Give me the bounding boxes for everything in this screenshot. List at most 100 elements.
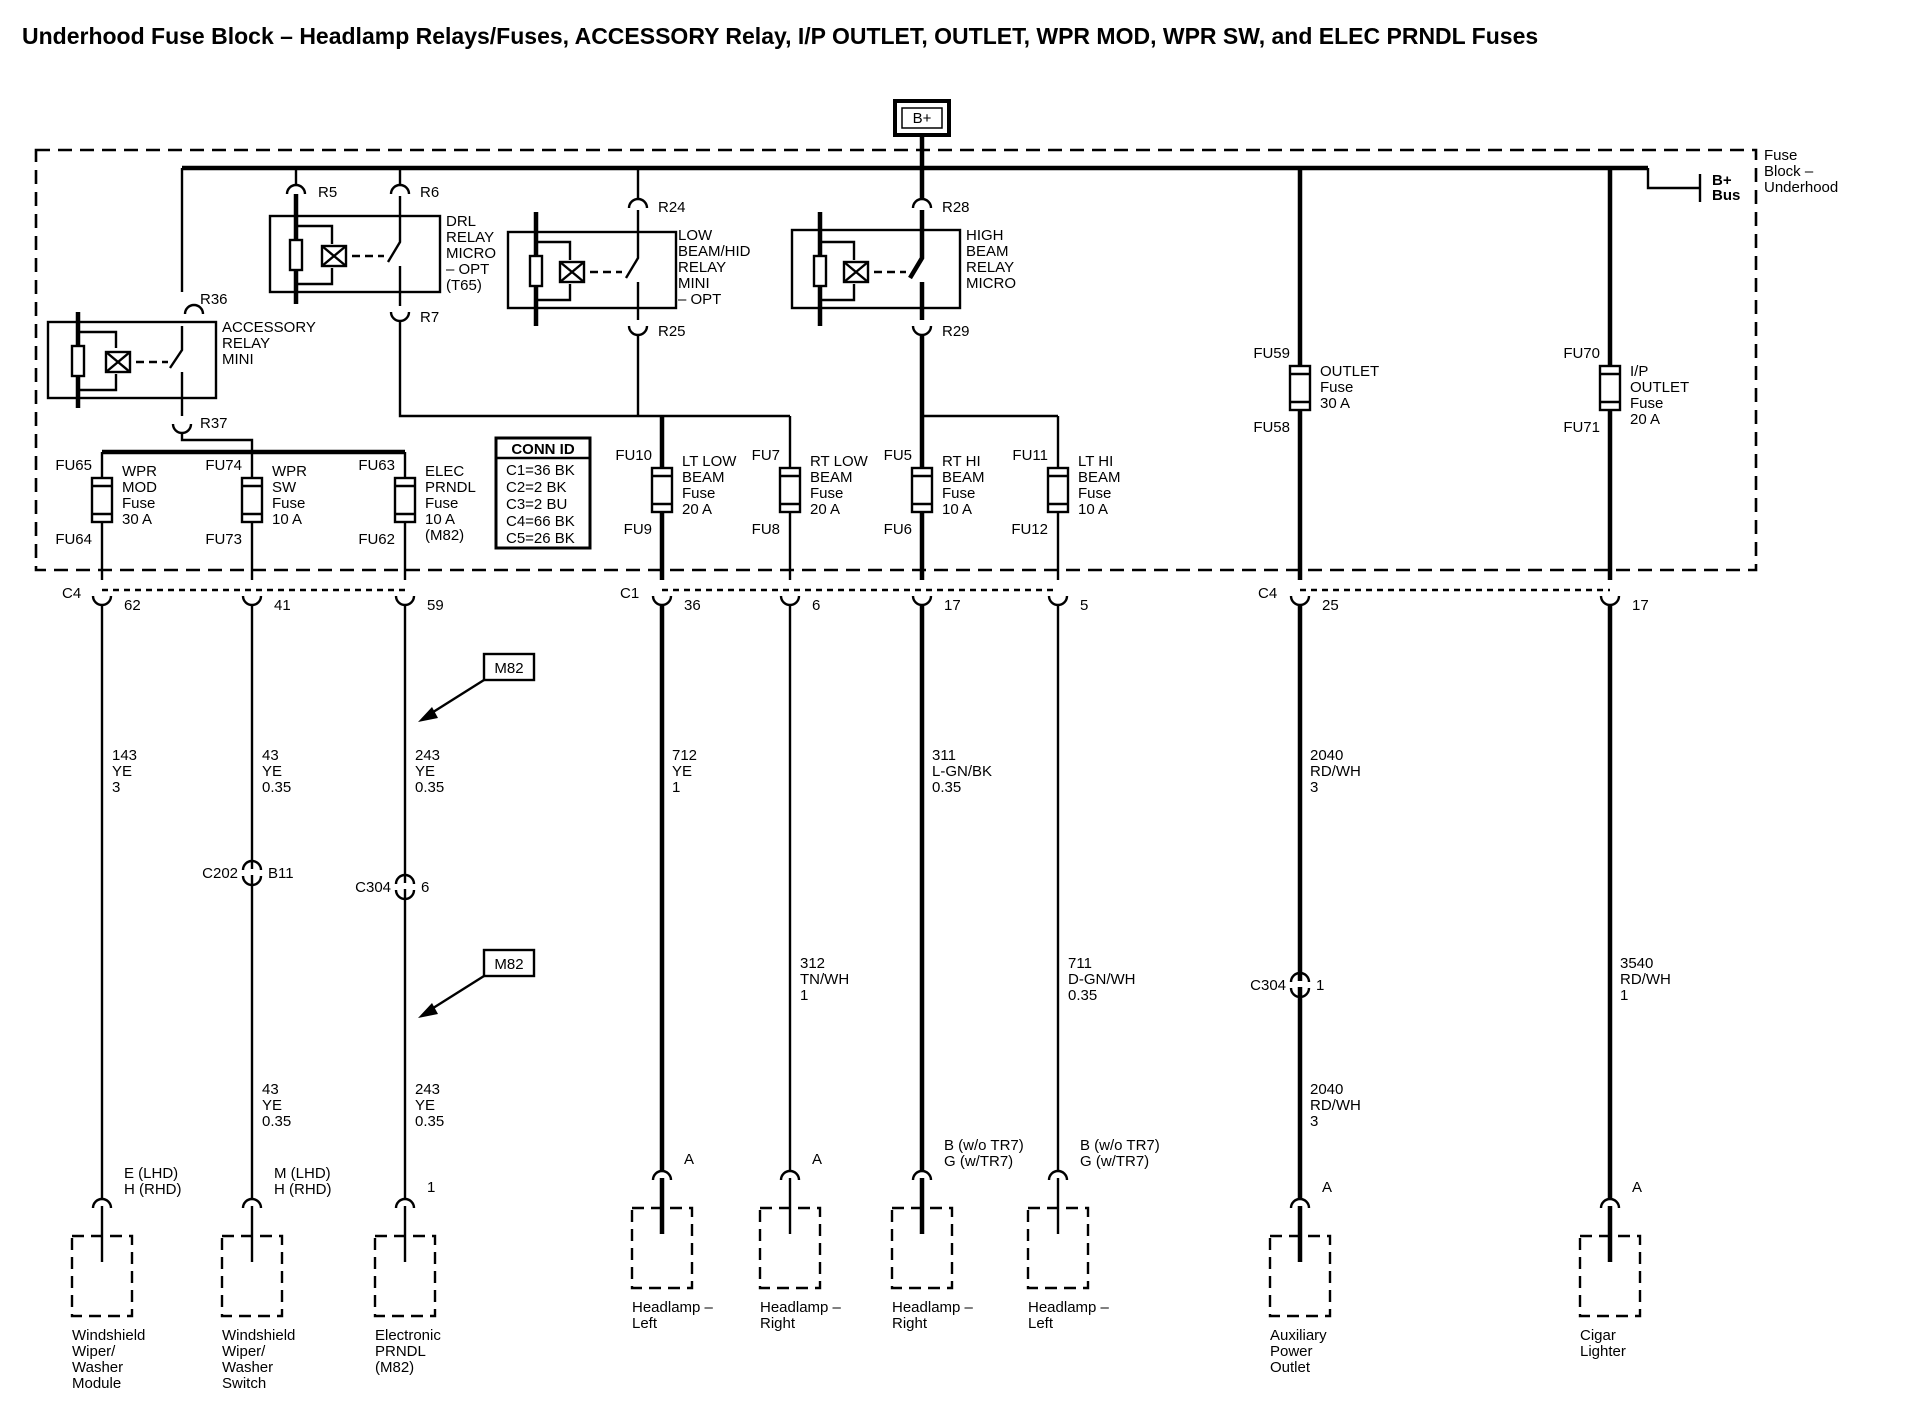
high-beam-relay: R28 R29 HIGH BEAM RELAY MICRO	[790, 168, 1058, 418]
wire-label: 712	[672, 747, 697, 764]
wire-label-lower-2: YE	[415, 1097, 435, 1114]
load-pin-label: A	[1322, 1179, 1332, 1196]
pin-r7: R7	[420, 309, 439, 326]
pin-r28: R28	[942, 199, 970, 216]
fuse-id-top: FU59	[1253, 345, 1290, 362]
fuse-id-bottom: FU58	[1253, 419, 1290, 436]
fuse-label: LT HI	[1078, 453, 1113, 470]
load-name: Headlamp –	[760, 1299, 842, 1316]
fuse-label: Fuse	[122, 495, 155, 512]
fuse-label: RT LOW	[810, 453, 869, 470]
load-pin-label: A	[684, 1151, 694, 1168]
fuse-block-label: Fuse Block – Underhood	[1764, 147, 1838, 196]
load-pin-label: A	[1632, 1179, 1642, 1196]
fuse-id-bottom: FU6	[884, 521, 912, 538]
load-name: Left	[1028, 1315, 1054, 1332]
load-name: Lighter	[1580, 1343, 1626, 1360]
load-name: Wiper/	[72, 1343, 116, 1360]
wire-label: 43	[262, 747, 279, 764]
terminal-cup	[241, 595, 263, 607]
load-name: Windshield	[222, 1327, 295, 1344]
svg-text:M82: M82	[494, 660, 523, 677]
load-terminal	[911, 1169, 933, 1181]
svg-text:CONN ID: CONN ID	[511, 441, 575, 458]
fuse-id-bottom: FU8	[752, 521, 780, 538]
fuse-id-top: FU65	[55, 457, 92, 474]
wire-label-lower-3: 2040	[1310, 1081, 1343, 1098]
fuse-element	[393, 476, 417, 524]
fuse-id-bottom: FU71	[1563, 419, 1600, 436]
wire-label: 312	[800, 955, 825, 972]
fuse-label: 20 A	[1630, 411, 1660, 428]
wire-label: 3	[112, 779, 120, 796]
svg-text:BEAM: BEAM	[966, 243, 1009, 260]
load-terminal	[91, 1197, 113, 1209]
fuse-element	[240, 476, 264, 524]
option-callout-1: M82	[418, 652, 536, 722]
pin-r6: R6	[420, 184, 439, 201]
load-pin-label: M (LHD)	[274, 1165, 331, 1182]
load-terminal	[651, 1169, 673, 1181]
fuse-caps	[780, 474, 800, 506]
fuse-label: I/P	[1630, 363, 1648, 380]
load-name: Cigar	[1580, 1327, 1616, 1344]
fuse-label: WPR	[272, 463, 307, 480]
fuse-label: OUTLET	[1630, 379, 1689, 396]
svg-text:LOW: LOW	[678, 227, 713, 244]
load-component-box	[373, 1234, 437, 1318]
terminal-cup	[91, 595, 113, 607]
load-pin-label: H (RHD)	[124, 1181, 182, 1198]
svg-text:Block –: Block –	[1764, 163, 1814, 180]
inline-connector-name: C202	[202, 865, 238, 882]
wire-label: 3	[1310, 779, 1318, 796]
terminal-cup	[651, 595, 673, 607]
fuse-label: WPR	[122, 463, 157, 480]
load-pin-label: B (w/o TR7)	[1080, 1137, 1160, 1154]
load-name: Washer	[72, 1359, 123, 1376]
wire-label: 0.35	[262, 779, 291, 796]
inline-gap	[1297, 981, 1303, 987]
load-terminal	[1047, 1169, 1069, 1181]
svg-text:B+: B+	[1712, 172, 1732, 189]
fuse-element	[1598, 364, 1622, 412]
wire-label: 243	[415, 747, 440, 764]
fuse-label: Fuse	[1630, 395, 1663, 412]
fuse-label: 10 A	[942, 501, 972, 518]
load-name: PRNDL	[375, 1343, 426, 1360]
load-component-box	[220, 1234, 284, 1318]
load-name: Right	[760, 1315, 796, 1332]
fuse-label: Fuse	[942, 485, 975, 502]
inline-cup-top	[394, 873, 416, 885]
svg-text:– OPT: – OPT	[678, 291, 721, 308]
wire-label: L-GN/BK	[932, 763, 992, 780]
load-pin-label: B (w/o TR7)	[944, 1137, 1024, 1154]
svg-text:MICRO: MICRO	[446, 245, 496, 262]
load-pin-label: G (w/TR7)	[944, 1153, 1013, 1170]
load-name: Headlamp –	[632, 1299, 714, 1316]
fuse-caps	[652, 474, 672, 506]
inline-connector-name: C304	[1250, 977, 1286, 994]
fuse-label: SW	[272, 479, 297, 496]
connector-pin-label: 36	[684, 597, 701, 614]
load-name: Power	[1270, 1343, 1313, 1360]
fuse-label: 20 A	[810, 501, 840, 518]
fuse-caps	[1600, 372, 1620, 404]
inline-connector-pin: 1	[1316, 977, 1324, 994]
fuse-id-top: FU5	[884, 447, 912, 464]
inline-cup-top	[1289, 971, 1311, 983]
wire-label: 1	[800, 987, 808, 1004]
inline-connector-pin: 6	[421, 879, 429, 896]
fuse-label: BEAM	[810, 469, 853, 486]
load-name: Outlet	[1270, 1359, 1311, 1376]
connector-pin-label: 25	[1322, 597, 1339, 614]
fuse-label: BEAM	[682, 469, 725, 486]
